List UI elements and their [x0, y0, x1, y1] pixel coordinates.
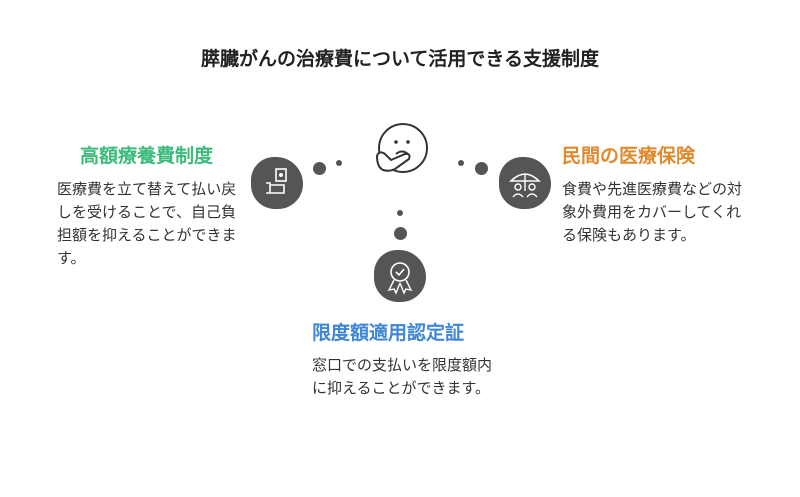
right-description: 食費や先進医療費などの対象外費用をカバーしてくれる保険もあります。 — [562, 180, 743, 244]
award-badge-icon — [374, 250, 426, 302]
connector-dot — [394, 227, 407, 240]
connector-dot — [397, 210, 403, 216]
page-title: 膵臓がんの治療費について活用できる支援制度 — [200, 48, 600, 70]
money-hand-icon — [251, 157, 303, 209]
bottom-heading: 限度額適用認定証 — [312, 322, 465, 344]
umbrella-family-icon — [499, 157, 551, 209]
right-heading: 民間の医療保険 — [562, 145, 696, 167]
left-heading: 高額療養費制度 — [80, 145, 214, 167]
connector-dot — [313, 162, 326, 175]
connector-dot — [475, 162, 488, 175]
connector-dot — [336, 160, 342, 166]
left-description: 医療費を立て替えて払い戻しを受けることで、自己負担額を抑えることができます。 — [57, 180, 237, 267]
connector-dot — [458, 160, 464, 166]
thinking-face-icon — [375, 123, 428, 173]
bottom-description: 窓口での支払いを限度額内に抑えることができます。 — [312, 356, 493, 397]
